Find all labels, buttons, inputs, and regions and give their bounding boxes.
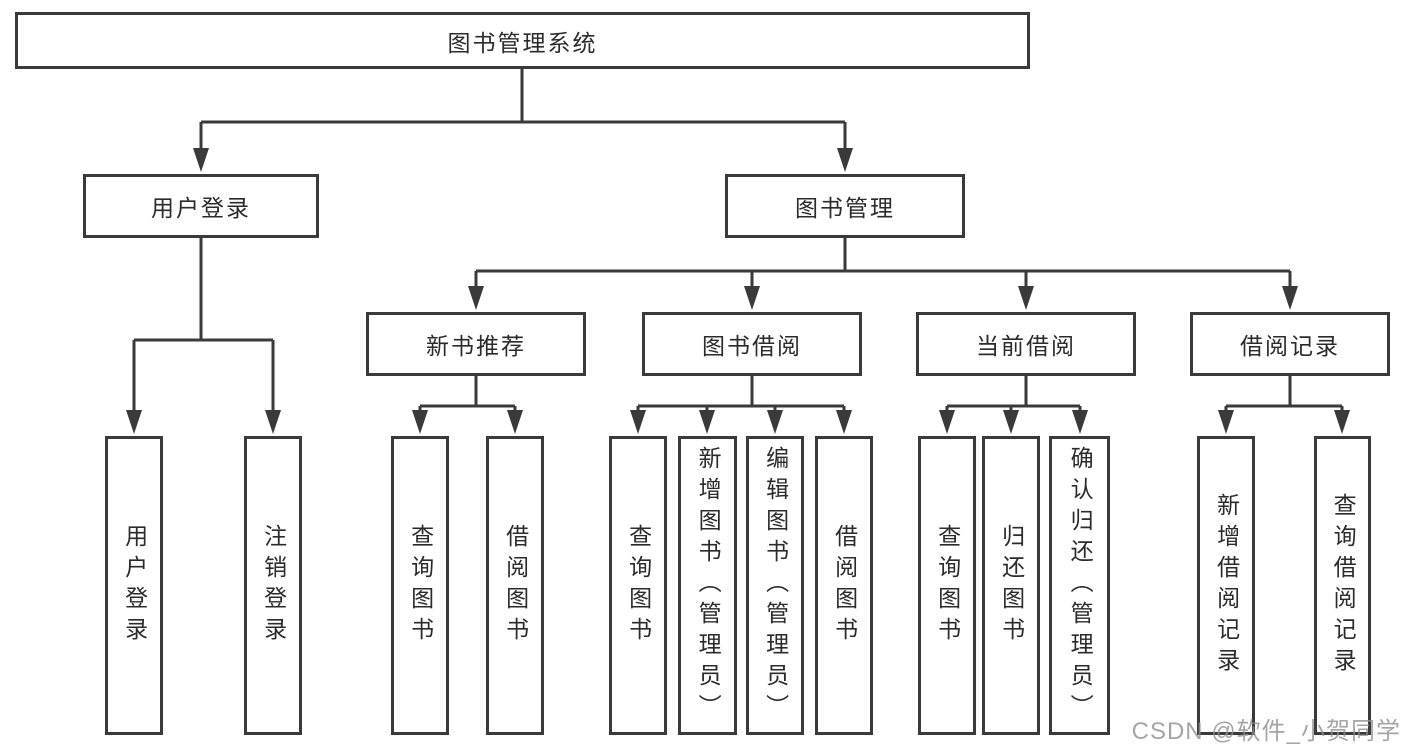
- leaf-edit-books-admin: 编辑图书（管理员）: [746, 436, 804, 735]
- leaf-logout: 注销登录: [244, 436, 302, 735]
- csdn-watermark: CSDN @软件_小贺同学: [1131, 718, 1401, 745]
- leaf-borrow-books: 借阅图书: [815, 436, 873, 735]
- leaf-confirm-return-admin: 确认归还（管理员）: [1049, 436, 1110, 735]
- node-current-borrowing: 当前借阅: [916, 312, 1136, 376]
- node-book-borrowing: 图书借阅: [642, 312, 862, 376]
- leaf-query-books-recommend: 查询图书: [391, 436, 449, 735]
- node-user-login: 用户登录: [83, 174, 319, 238]
- leaf-user-login: 用户登录: [105, 436, 163, 735]
- leaf-add-books-admin: 新增图书（管理员）: [678, 436, 737, 735]
- leaf-return-books: 归还图书: [982, 436, 1040, 735]
- leaf-add-borrow-record: 新增借阅记录: [1197, 436, 1255, 735]
- node-borrowing-records: 借阅记录: [1190, 312, 1390, 376]
- leaf-query-books-current: 查询图书: [918, 436, 976, 735]
- arrowheads: [126, 148, 1350, 434]
- leaf-query-borrow-record: 查询借阅记录: [1314, 436, 1371, 735]
- leaf-query-books-borrowing: 查询图书: [609, 436, 667, 735]
- node-book-management: 图书管理: [725, 174, 965, 238]
- node-new-book-recommend: 新书推荐: [366, 312, 586, 376]
- node-library-system: 图书管理系统: [15, 12, 1030, 69]
- leaf-borrow-books-recommend: 借阅图书: [486, 436, 544, 735]
